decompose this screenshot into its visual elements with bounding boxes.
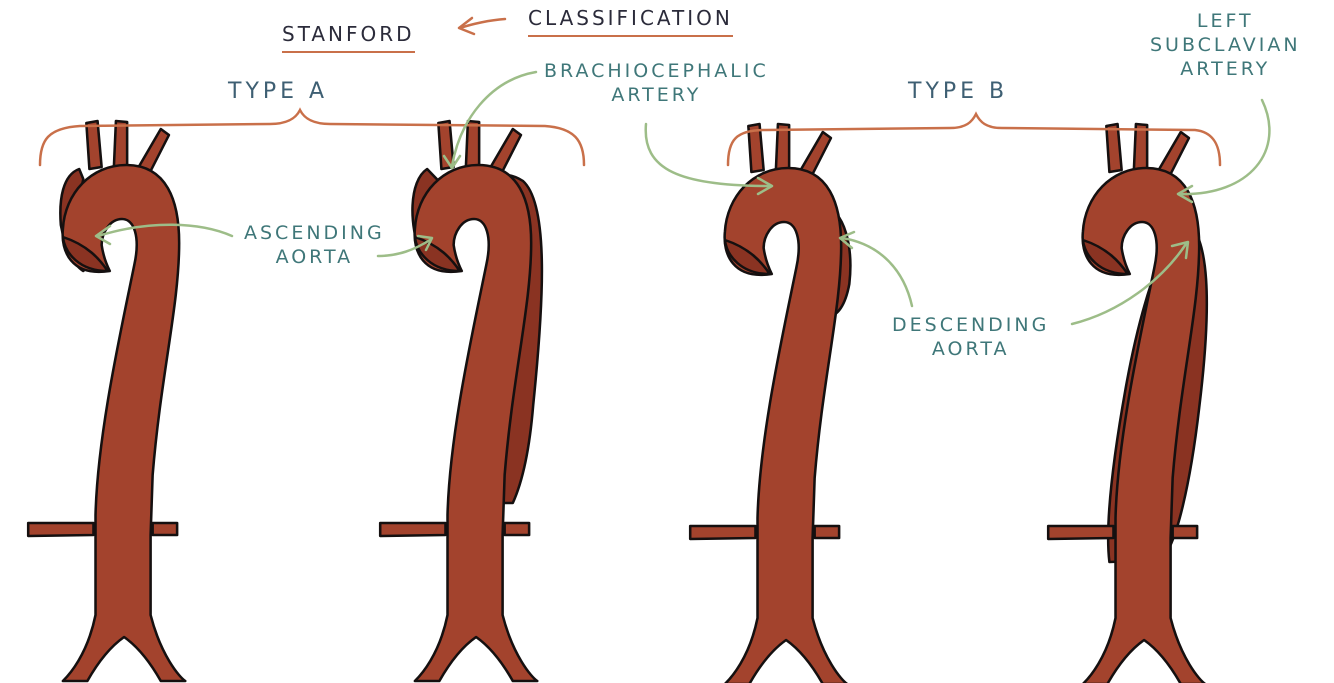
stanford-heading: STANFORD (282, 22, 415, 53)
type-a-label: TYPE A (228, 79, 329, 104)
left-subclavian-line-1: LEFT (1196, 10, 1254, 32)
arrow-descending-to-aorta-3 (838, 230, 914, 308)
descending-line-2: AORTA (931, 337, 1010, 360)
left-subclavian-line-3: ARTERY (1180, 57, 1271, 80)
type-a-brace (38, 107, 586, 167)
descending-line-1: DESCENDING (892, 314, 1050, 336)
arrow-ascending-to-aorta-1 (94, 223, 234, 246)
descending-aorta-label: DESCENDING AORTA (892, 314, 1049, 362)
type-b-label: TYPE B (908, 79, 1009, 104)
aorta-type-b-extended (1046, 122, 1209, 683)
ascending-line-1: ASCENDING (244, 222, 385, 244)
left-subclavian-artery-label: LEFT SUBCLAVIAN ARTERY (1150, 10, 1301, 81)
classification-arrow (457, 16, 507, 36)
arrow-ascending-to-aorta-2 (376, 234, 434, 258)
aorta-type-b-short (688, 122, 852, 683)
arrow-brachiocephalic-to-aorta-3 (644, 122, 774, 196)
ascending-line-2: AORTA (275, 245, 354, 268)
arrow-brachiocephalic-to-aorta-2 (442, 70, 538, 170)
brachiocephalic-line-2: ARTERY (611, 83, 702, 106)
aorta-type-a-extended (378, 119, 544, 683)
ascending-aorta-label: ASCENDING AORTA (244, 222, 385, 270)
classification-heading: CLASSIFICATION (528, 6, 733, 37)
type-b-brace (726, 111, 1222, 167)
brachiocephalic-line-1: BRACHIOCEPHALIC (544, 60, 769, 82)
aorta-type-a-ascending (26, 119, 187, 683)
brachiocephalic-artery-label: BRACHIOCEPHALIC ARTERY (544, 60, 769, 108)
arrow-descending-to-aorta-4 (1070, 240, 1190, 326)
arrow-left-subclavian-to-aorta-4 (1176, 98, 1271, 204)
left-subclavian-line-2: SUBCLAVIAN (1150, 33, 1301, 56)
